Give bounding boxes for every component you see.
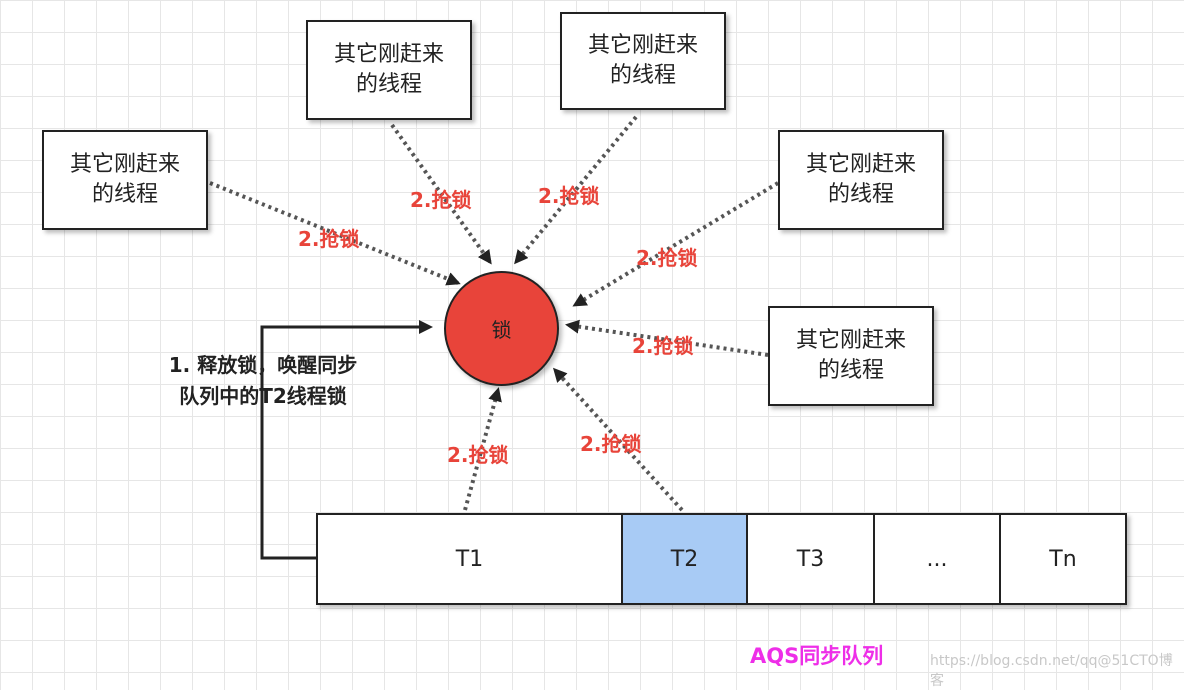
queue-cell-highlighted: T2	[623, 515, 748, 603]
arrow-top-right-box	[514, 115, 638, 265]
release-arrow	[260, 320, 433, 560]
arrow-right-box	[572, 181, 780, 307]
lock-node: 锁	[444, 271, 559, 386]
arrow-left-box	[209, 181, 461, 286]
arrow-top-left-box	[390, 123, 492, 265]
arrow-label: 2.抢锁	[538, 184, 600, 208]
thread-box-right: 其它刚赶来的线程	[778, 130, 944, 230]
queue-cell: T3	[748, 515, 875, 603]
thread-box-text: 的线程	[827, 182, 894, 207]
thread-box-text: 其它刚赶来	[805, 152, 916, 177]
arrow-label: 2.抢锁	[447, 443, 509, 467]
sync-queue: T1 T2 T3 ... Tn	[316, 513, 1127, 605]
thread-box-top-right: 其它刚赶来的线程	[560, 12, 726, 110]
arrow-label: 2.抢锁	[580, 432, 642, 456]
thread-box-text: 的线程	[817, 358, 884, 383]
release-text: 1. 释放锁，唤醒同步	[168, 353, 358, 377]
watermark: https://blog.csdn.net/qq@51CTO博客	[930, 653, 1173, 689]
queue-caption: AQS同步队列	[750, 644, 884, 668]
thread-box-text: 的线程	[355, 72, 422, 97]
arrow-label: 2.抢锁	[410, 188, 472, 212]
lock-label: 锁	[491, 318, 512, 342]
thread-box-text: 其它刚赶来	[333, 42, 444, 67]
thread-box-text: 的线程	[609, 63, 676, 88]
arrow-label: 2.抢锁	[298, 227, 360, 251]
queue-cell: ...	[875, 515, 1001, 603]
thread-box-text: 其它刚赶来	[795, 328, 906, 353]
arrow-label: 2.抢锁	[636, 246, 698, 270]
thread-box-text: 的线程	[91, 182, 158, 207]
queue-cell: Tn	[1001, 515, 1125, 603]
release-text: 队列中的T2线程锁	[179, 384, 347, 408]
thread-box-left: 其它刚赶来的线程	[42, 130, 208, 230]
thread-box-top-left: 其它刚赶来的线程	[306, 20, 472, 120]
queue-cell: T1	[318, 515, 623, 603]
thread-box-text: 其它刚赶来	[587, 33, 698, 58]
thread-box-text: 其它刚赶来	[69, 152, 180, 177]
arrow-label: 2.抢锁	[632, 334, 694, 358]
thread-box-lower-right: 其它刚赶来的线程	[768, 306, 934, 406]
arrow-lower-right-box	[565, 319, 769, 357]
release-annotation: 1. 释放锁，唤醒同步 队列中的T2线程锁	[148, 350, 378, 412]
